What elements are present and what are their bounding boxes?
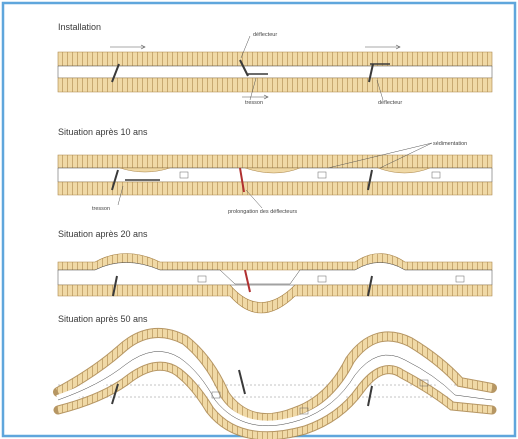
annotation-label: tresson: [92, 206, 110, 212]
top-bank: [58, 52, 492, 66]
panel-title: Situation après 10 ans: [58, 127, 148, 137]
river-channel: [58, 66, 492, 78]
annotation-label: déflecteur: [253, 32, 277, 38]
top-bank: [58, 155, 492, 168]
annotation-label: tresson: [245, 100, 263, 106]
bottom-bank: [58, 182, 492, 195]
bottom-bank: [58, 78, 492, 92]
annotation-label: prolongation des déflecteurs: [228, 209, 297, 215]
panel-title: Situation après 20 ans: [58, 229, 148, 239]
annotation-label: déflecteur: [378, 100, 402, 106]
annotation-label: sédimentation: [433, 141, 467, 147]
panel-title: Situation après 50 ans: [58, 314, 148, 324]
panel-title: Installation: [58, 22, 101, 32]
